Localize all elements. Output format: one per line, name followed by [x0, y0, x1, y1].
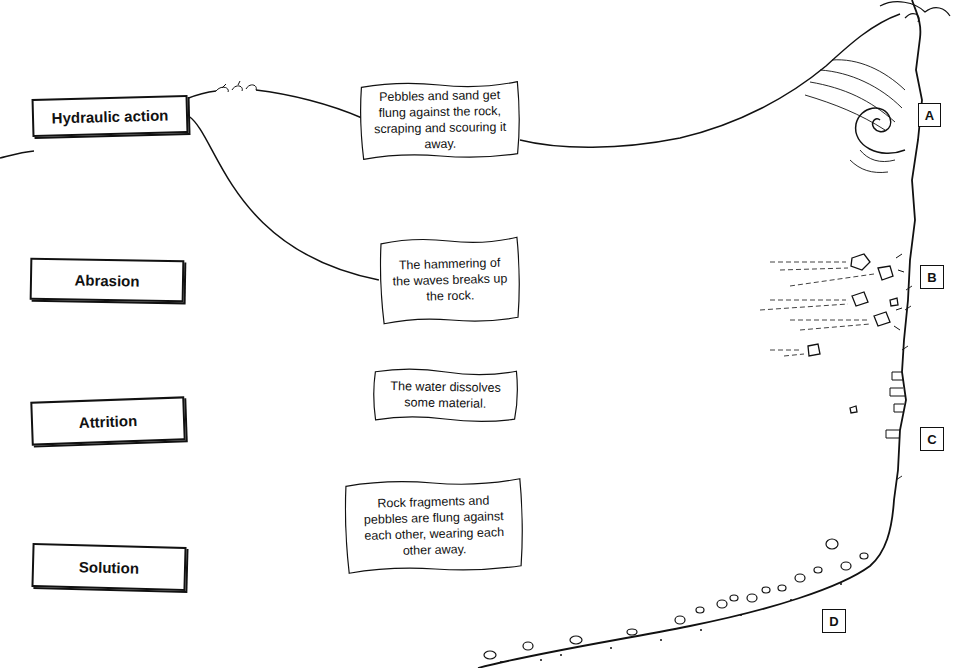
callout-letter: D	[822, 609, 846, 633]
sea-surface	[256, 90, 362, 118]
paper-outline-path	[380, 237, 521, 324]
wave-crest	[880, 2, 950, 22]
description-box: The water dissolves some material.	[373, 366, 519, 425]
term-box: Hydraulic action	[32, 95, 189, 137]
connector-line	[188, 116, 378, 280]
flung-rocks	[808, 254, 898, 413]
sea-surface	[520, 14, 900, 147]
motion-lines	[760, 262, 874, 356]
term-box: Attrition	[30, 396, 185, 445]
cliff-face	[478, 0, 922, 668]
paper-outline-path	[373, 368, 517, 422]
description-text: Pebbles and sand get flung against the r…	[369, 87, 510, 153]
sand-dots	[500, 584, 842, 662]
pebbles	[484, 539, 868, 659]
cliff-texture	[896, 286, 912, 480]
paper-outline-path	[345, 478, 524, 573]
cliff-notches	[886, 372, 905, 438]
paper-outline-path	[360, 81, 520, 159]
wave-curl	[856, 108, 905, 153]
term-label: Abrasion	[74, 271, 139, 289]
callout-letter-text: A	[925, 108, 934, 123]
term-label: Solution	[79, 558, 139, 577]
callout-letter: C	[920, 427, 944, 451]
callout-letter-text: D	[829, 614, 838, 629]
callout-letter: A	[918, 103, 941, 127]
callout-letter-text: C	[927, 432, 936, 447]
wave-lines	[850, 150, 895, 173]
term-box: Abrasion	[30, 258, 185, 303]
description-box: The hammering of the waves breaks up the…	[379, 234, 521, 326]
term-label: Attrition	[79, 411, 138, 430]
callout-letter: B	[920, 265, 944, 289]
description-box: Pebbles and sand get flung against the r…	[359, 79, 520, 162]
term-box: Solution	[31, 543, 186, 591]
callout-letter-text: B	[927, 270, 936, 285]
description-text: The water dissolves some material.	[383, 378, 509, 412]
splash	[216, 81, 256, 92]
impact-marks	[894, 254, 904, 330]
sea-surface	[0, 151, 34, 158]
sea-surface	[186, 91, 216, 99]
term-label: Hydraulic action	[51, 106, 168, 126]
paper-outline	[373, 366, 519, 425]
description-text: The hammering of the waves breaks up the…	[389, 254, 510, 305]
description-box: Rock fragments and pebbles are flung aga…	[344, 476, 524, 576]
description-text: Rock fragments and pebbles are flung aga…	[354, 491, 514, 559]
